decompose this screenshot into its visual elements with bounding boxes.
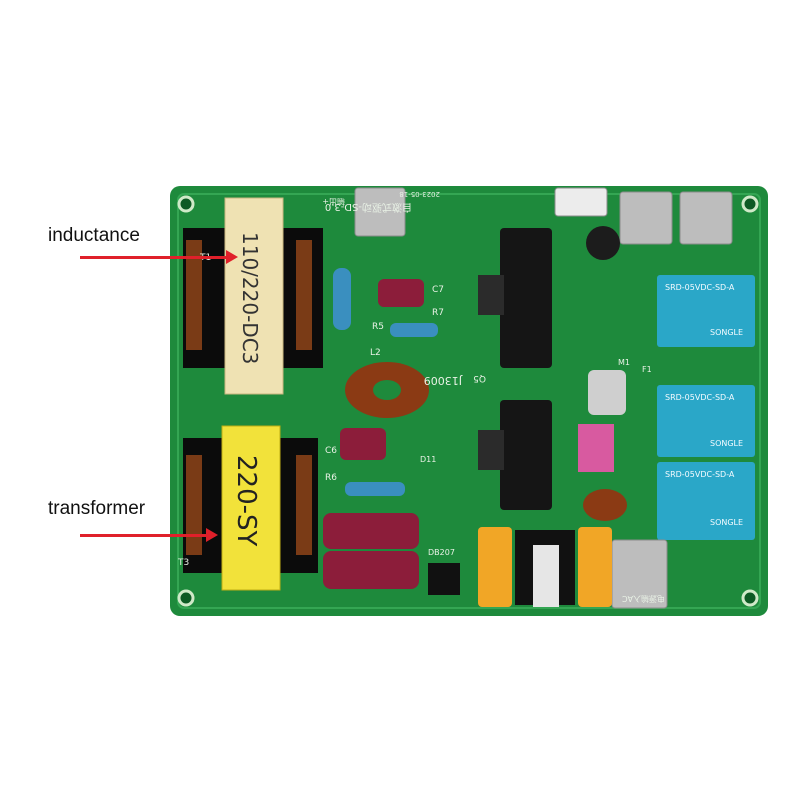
silk-inductor-marking: 110/220-DC3 xyxy=(238,232,262,364)
toroid-coils xyxy=(345,362,627,521)
bottom-components xyxy=(428,527,612,607)
transformer-callout-label: transformer xyxy=(48,498,146,519)
relay1-marking: SRD-05VDC-SD-A xyxy=(665,283,735,292)
relays xyxy=(657,275,755,540)
resistors xyxy=(333,268,438,496)
silk-q5: Q5 xyxy=(473,373,486,383)
relay3-marking: SRD-05VDC-SD-A xyxy=(665,470,735,479)
silk-model: 自激式驱动-SD-3.0 xyxy=(325,201,412,214)
transformer-component xyxy=(183,425,318,591)
silk-output-label: 输出+ xyxy=(322,197,345,207)
transformer-arrow xyxy=(80,528,218,542)
silk-r5: R5 xyxy=(372,322,384,332)
electrolytic-caps xyxy=(578,226,626,472)
silk-c7: C7 xyxy=(432,285,444,295)
transformer-label-plate xyxy=(221,425,281,591)
relay2-brand: SONGLE xyxy=(710,439,743,448)
silk-t3: T3 xyxy=(177,558,189,568)
silk-ac-label: 电源输入AC xyxy=(622,594,665,604)
silk-d11: D11 xyxy=(420,455,436,464)
silk-l2: L2 xyxy=(370,348,381,358)
inductor-label-plate xyxy=(224,197,284,395)
terminal-connectors xyxy=(354,187,733,609)
heatsinks xyxy=(478,228,552,510)
silk-c6: C6 xyxy=(325,446,337,456)
relay3-brand: SONGLE xyxy=(710,518,743,527)
silk-transistor-label: J13009 xyxy=(424,374,463,387)
silk-date: 2023-05-18 xyxy=(399,190,440,198)
film-capacitors xyxy=(323,279,424,589)
relay1-brand: SONGLE xyxy=(710,328,743,337)
inductance-arrow xyxy=(80,250,238,264)
silk-r6: R6 xyxy=(325,473,337,483)
silk-transformer-marking: 220-SY xyxy=(231,455,261,547)
silk-r7: R7 xyxy=(432,308,444,318)
mounting-holes xyxy=(177,195,759,607)
silk-m1: M1 xyxy=(618,358,630,367)
silk-db207: DB207 xyxy=(428,548,455,557)
inductance-callout-label: inductance xyxy=(48,225,140,246)
silk-f1: F1 xyxy=(642,365,652,374)
inductor-component xyxy=(183,197,323,395)
relay2-marking: SRD-05VDC-SD-A xyxy=(665,393,735,402)
